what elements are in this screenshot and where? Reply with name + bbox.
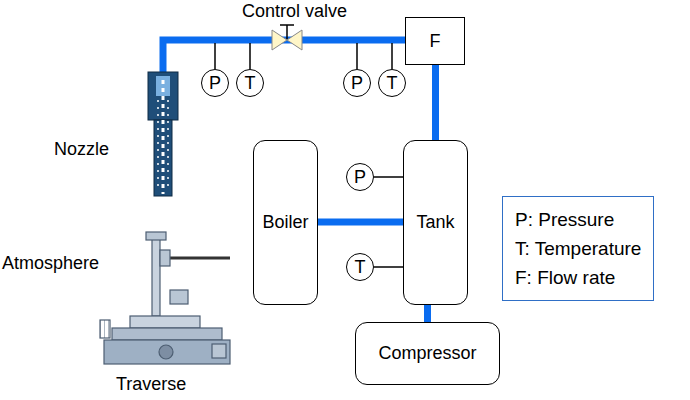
node-text: Compressor <box>378 343 476 364</box>
sensor-circle: P <box>346 163 374 191</box>
legend-box: P: PressureT: TemperatureF: Flow rate <box>502 196 654 301</box>
sensor-circle: P <box>343 69 371 97</box>
pipe <box>163 40 406 72</box>
pipe-connector <box>427 305 428 322</box>
node-text: T <box>387 73 398 94</box>
node-text: Boiler <box>262 212 308 233</box>
node-text: F <box>430 31 441 52</box>
equipment-box: F <box>405 17 465 65</box>
legend-text: T: Temperature <box>515 234 641 263</box>
equipment-box: Compressor <box>355 322 500 385</box>
pipe-connector <box>435 65 436 140</box>
sensor-line <box>374 267 403 268</box>
legend-text: F: Flow rate <box>515 263 641 292</box>
sensor-circle: T <box>236 69 264 97</box>
pipe-connector <box>318 222 403 223</box>
node-text: P <box>351 73 363 94</box>
equipment-box: Tank <box>403 140 468 305</box>
sensor-circle: T <box>346 253 374 281</box>
node-text: Tank <box>416 212 454 233</box>
node-text: T <box>245 73 256 94</box>
part-label: Traverse <box>114 374 188 395</box>
sensor-line <box>374 177 403 178</box>
node-text: T <box>355 257 366 278</box>
node-text: P <box>354 167 366 188</box>
part-label: Atmosphere <box>0 253 101 274</box>
part-label: Nozzle <box>52 139 111 160</box>
equipment-box: Boiler <box>253 140 318 305</box>
sensor-circle: P <box>201 69 229 97</box>
legend-text: P: Pressure <box>515 205 641 234</box>
sensor-circle: T <box>378 69 406 97</box>
part-label: Control valve <box>240 1 349 22</box>
nozzle <box>148 72 178 196</box>
control-valve <box>272 25 302 50</box>
traverse-illustration <box>100 232 230 364</box>
sensor-taps <box>215 43 392 69</box>
node-text: P <box>209 73 221 94</box>
